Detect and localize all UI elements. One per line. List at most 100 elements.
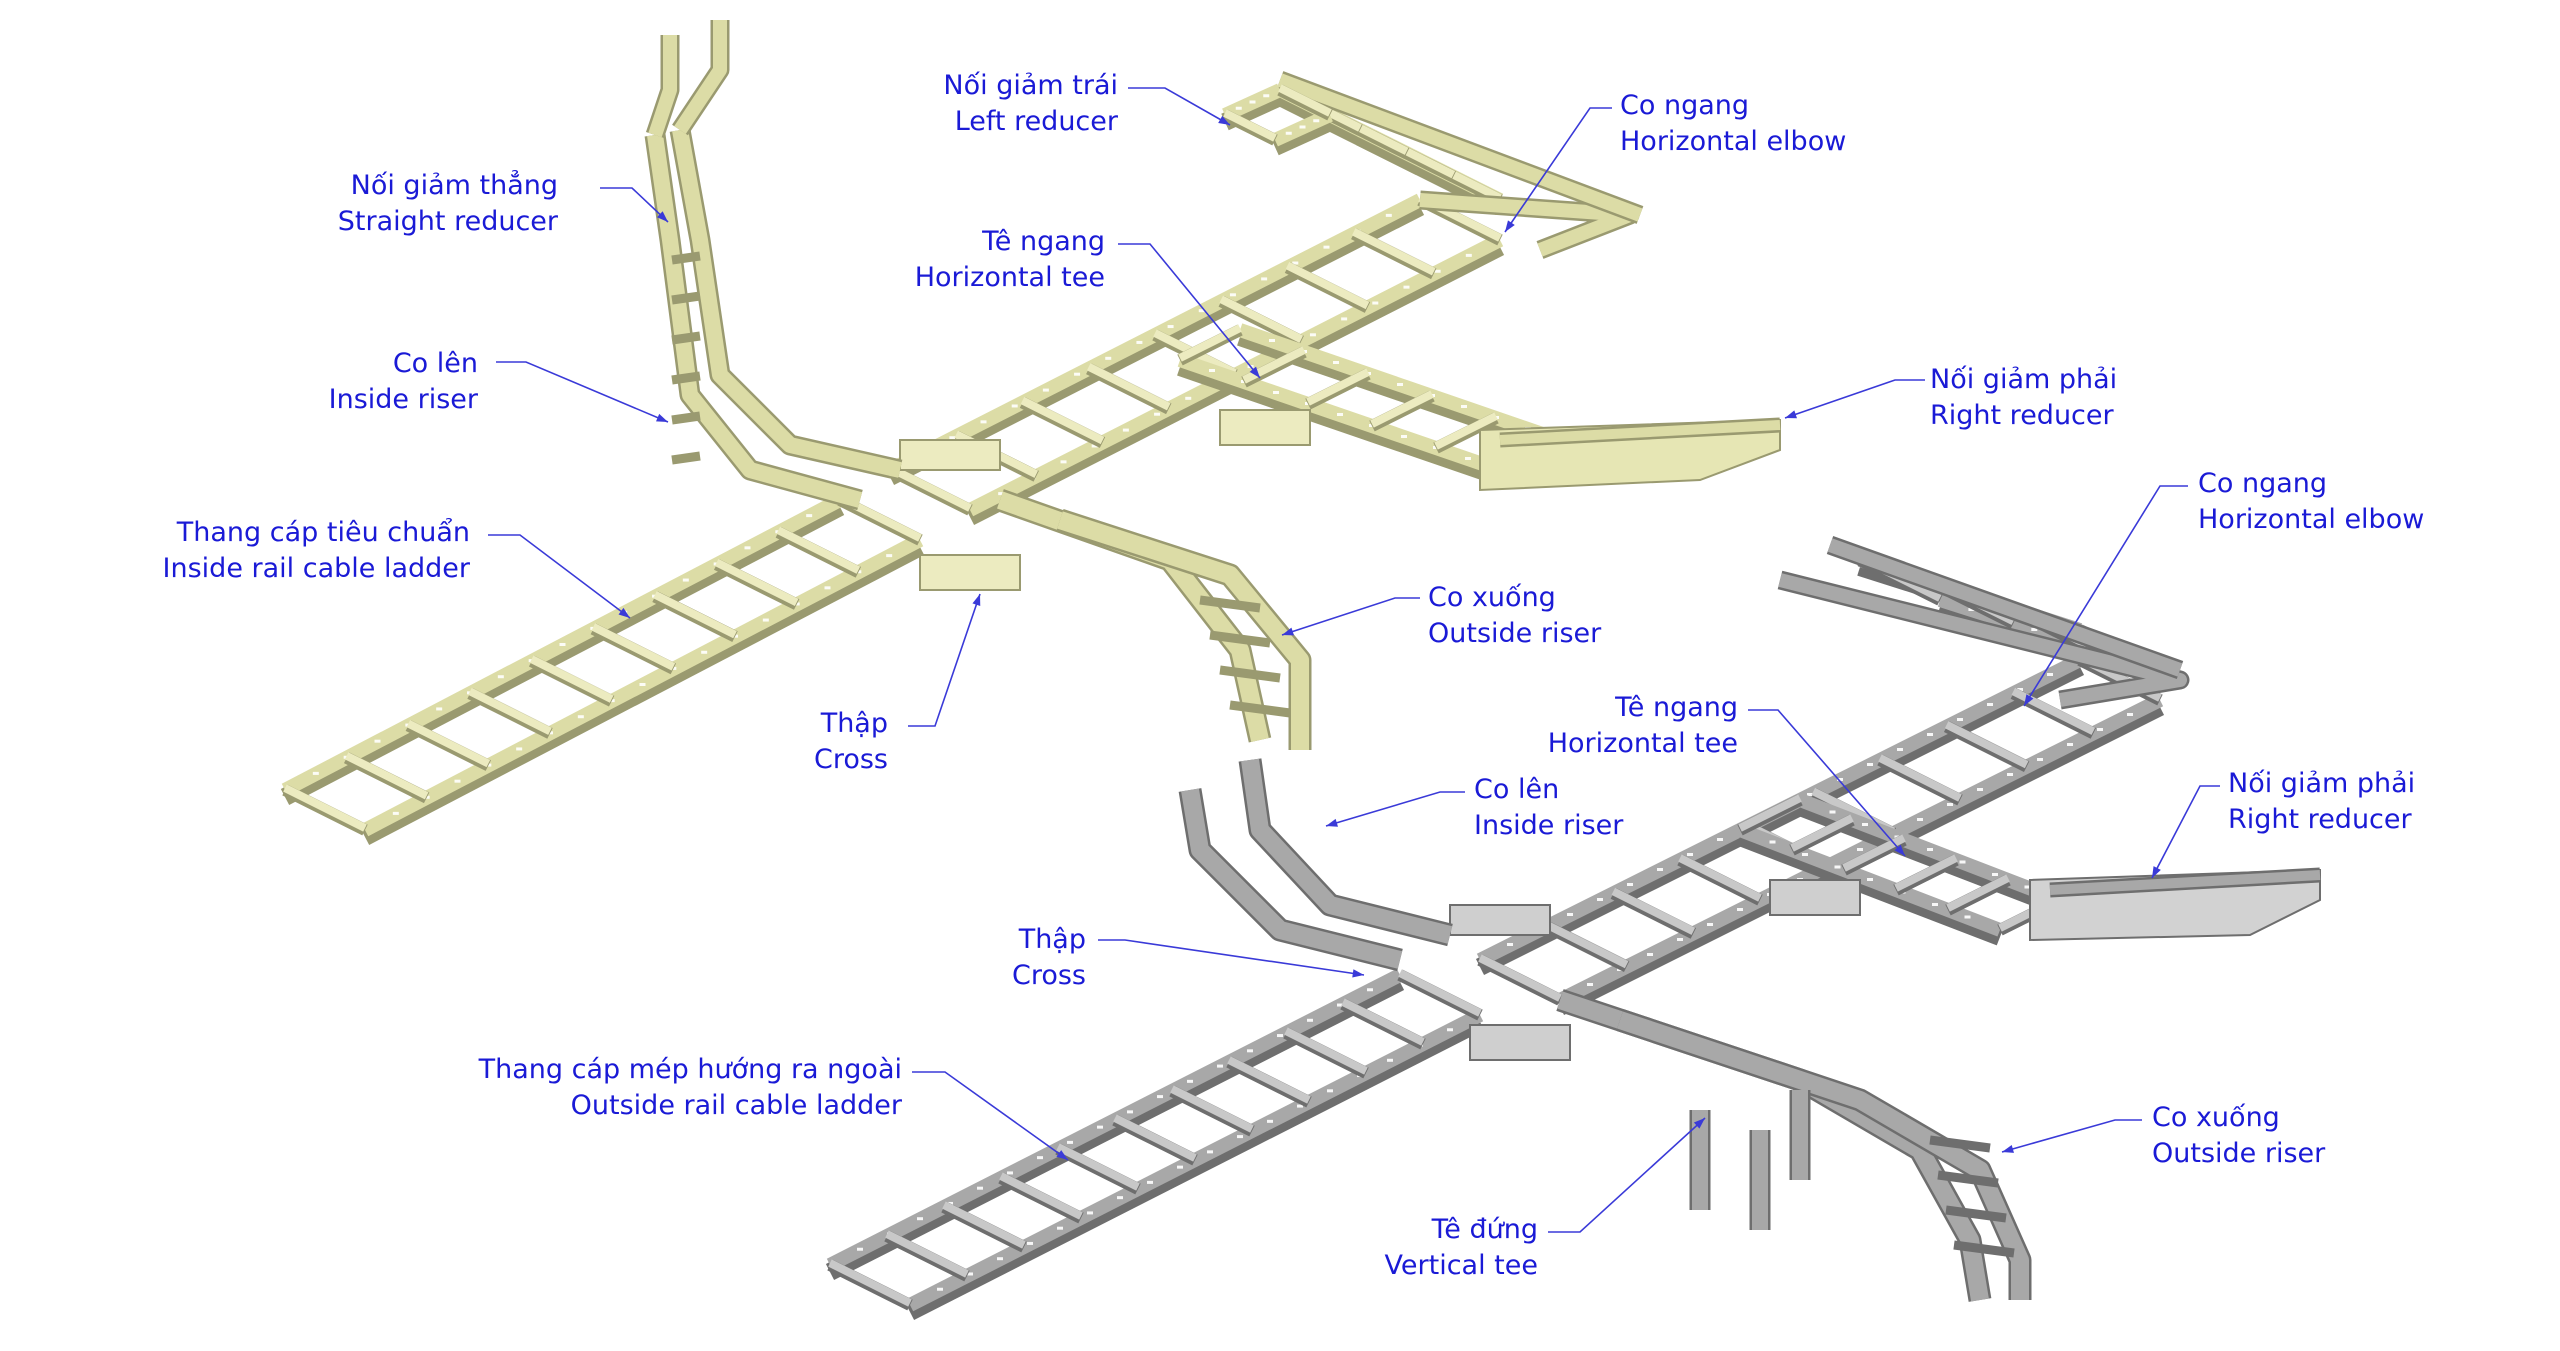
ladder-rung [1086, 363, 1171, 411]
leader-arrowhead [972, 594, 981, 606]
outside-riser-rung-gray [1953, 1240, 2015, 1258]
outside-riser-rung-gray [1945, 1205, 2007, 1223]
leader-line [912, 1071, 1069, 1161]
leader-arrowhead [1249, 366, 1260, 378]
rail-slot [1807, 793, 1813, 796]
ladder-rung [1434, 412, 1498, 450]
elbow-outer-rail-gray [1827, 538, 2183, 677]
ladder-rung [1370, 390, 1434, 428]
rail-slot [998, 492, 1005, 496]
riser-rung-yellow [671, 331, 701, 345]
rail-slot [436, 707, 443, 711]
rail-slot [312, 771, 319, 775]
leader-arrowhead [2024, 694, 2034, 706]
riser-rung-yellow [671, 251, 701, 265]
leader-line [2151, 785, 2220, 879]
rail-slot [374, 739, 381, 743]
right-reducer-rail-gray [2049, 870, 2321, 895]
rail-slot [1097, 1125, 1103, 1129]
inside-rail-ladder-system [280, 20, 1781, 845]
leader-line [908, 593, 981, 727]
rail-slot [1198, 309, 1205, 313]
leader-line [1098, 939, 1365, 976]
rail-slot [1229, 293, 1236, 297]
rail-slot [1307, 1018, 1313, 1022]
leader-line [1784, 379, 1925, 419]
leader-line [1118, 243, 1261, 379]
ladder-rung [406, 719, 491, 768]
rail-slot [949, 436, 956, 440]
ladder-rung [1878, 754, 1962, 802]
ladder-rung [888, 464, 972, 512]
leader-line [1128, 87, 1231, 126]
rail-slot [1337, 413, 1343, 416]
rail-slot [1341, 317, 1348, 321]
rail-slot [1127, 1110, 1133, 1114]
rail-slot [1313, 119, 1320, 123]
rail-slot [1323, 245, 1330, 249]
ladder-rung [1944, 721, 2029, 769]
rail-slot [1042, 388, 1049, 392]
rail-slot [1060, 460, 1067, 464]
rail-slot [497, 675, 504, 679]
rail-slot [1957, 718, 1963, 721]
rail-slot [682, 578, 689, 582]
rail-slot [559, 643, 566, 646]
rail-slot [1461, 405, 1467, 408]
rail-slot [1867, 878, 1873, 881]
leader-line [1748, 709, 1906, 857]
rail-slot [1964, 915, 1971, 919]
outside-riser-rung-yellow [1219, 665, 1281, 683]
rail-slot [1157, 1095, 1163, 1099]
rail-slot [762, 618, 769, 622]
ladder-rung [1611, 887, 1696, 935]
riser-rung-yellow [671, 291, 701, 305]
leader-arrowhead [1352, 969, 1364, 978]
rail-slot [1187, 1079, 1193, 1083]
ladder-rung [591, 623, 676, 671]
rail-slot [1917, 818, 1923, 821]
rail-slot [1403, 285, 1410, 289]
rail-slot [1769, 840, 1776, 844]
rail-slot [1434, 269, 1441, 273]
rail-slot [1897, 748, 1903, 751]
rail-slot [1237, 1135, 1243, 1139]
rail-slot [1687, 853, 1693, 856]
rail-slot [1207, 1150, 1213, 1154]
elbow-arm-yellow [1275, 83, 1505, 216]
outside-riser-rung-gray [1929, 1135, 1991, 1153]
ladder-rung [1020, 396, 1105, 445]
ladder-rung [1242, 346, 1306, 384]
ladder-rung [1351, 228, 1436, 276]
ladder-rung [468, 687, 552, 735]
rail-slot [1717, 838, 1723, 841]
rail-slot [1067, 1140, 1073, 1144]
outside-riser-rail-b-yellow [1057, 511, 1309, 750]
rail-slot [1177, 1165, 1183, 1169]
leader-arrowhead [656, 211, 668, 222]
rail-slot [1327, 1089, 1333, 1093]
rail-slot [1657, 868, 1663, 871]
leader-line [1325, 791, 1465, 827]
ladder-rung [714, 558, 799, 607]
rail-slot [1932, 903, 1938, 906]
rail-slot [1235, 106, 1242, 110]
ladder-rung [1170, 1085, 1254, 1133]
rail-slot [1677, 938, 1683, 941]
rail-slot [2017, 688, 2023, 691]
cross-plate-top-gray [1449, 904, 1551, 936]
ladder-rung [1544, 921, 1629, 969]
rail-slot [1209, 369, 1215, 372]
inside-riser-rail-a-yellow [672, 128, 902, 478]
rail-slot [1027, 1241, 1033, 1245]
